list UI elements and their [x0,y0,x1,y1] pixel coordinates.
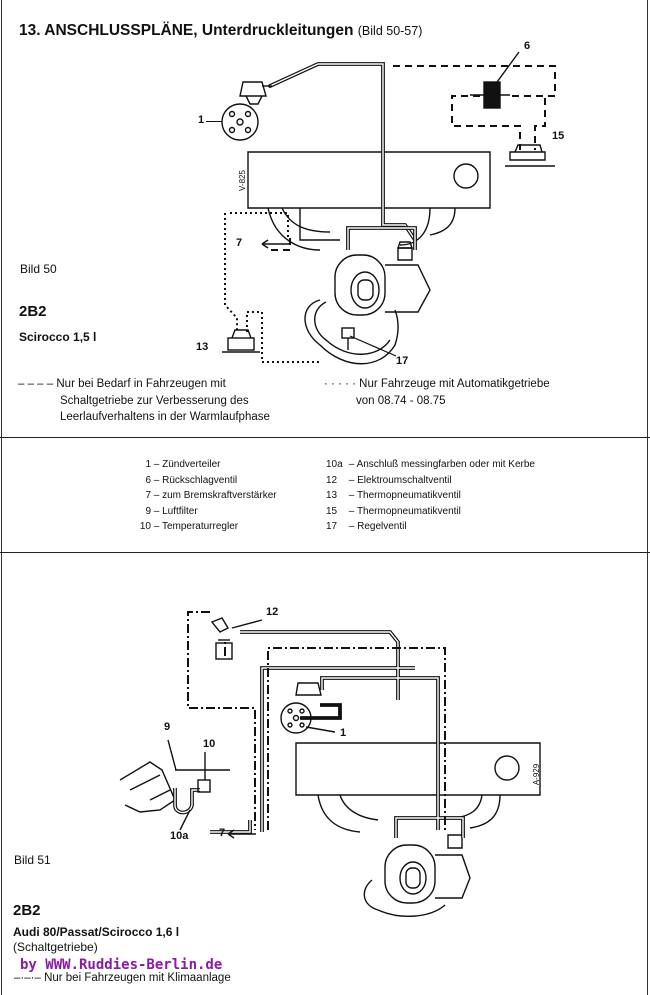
bild-50-label: Bild 50 [20,262,57,276]
legend-right: 10a – Anschluß messingfarben oder mit Ke… [326,457,535,535]
divider-bottom [0,552,650,553]
distributor-1-fig51 [280,682,336,734]
note-dashed-line-1: Nur bei Bedarf in Fahrzeugen mit [56,378,226,390]
thermo-valve-13 [222,329,260,353]
temp-regulator-10 [179,752,211,831]
callout-1-leader [206,121,222,122]
note-dotted: · · · · · Nur Fahrzeuge mit Automatikget… [324,376,550,409]
legend-item: 10 – Temperaturregler [139,521,239,533]
callout-7-fig50: 7 [236,237,243,249]
engine-block-2 [295,742,541,918]
callout-1-fig50: 1 [198,114,205,126]
gearbox-fig51: (Schaltgetriebe) [13,940,98,954]
hoses-dashed [270,65,556,251]
note-dotted-line-1: Nur Fahrzeuge mit Automatikgetriebe [359,378,550,390]
title-subtitle: (Bild 50-57) [357,24,423,38]
bremskraft-arrow-7-fig51 [227,829,256,839]
title-text: 13. ANSCHLUSSPLÄNE, Unterdruckleitungen [19,22,354,39]
thermo-valve-15 [505,144,555,167]
distributor-1 [221,81,272,141]
electro-valve-12 [210,617,263,660]
legend-item: 13 – Thermopneumatikventil [326,490,461,502]
callout-7-fig51: 7 [219,827,226,839]
legend-item: 12 – Elektroumschaltventil [326,474,452,486]
stamp-a929: A-929 [532,763,542,786]
check-valve-6 [470,51,520,109]
callout-17: 17 [396,355,409,367]
engine-code-fig50: 2B2 [19,303,47,320]
model-fig50: Scirocco 1,5 l [19,330,97,344]
note-dashed: – – – – Nur bei Bedarf in Fahrzeugen mit… [18,376,270,426]
bild-51-label: Bild 51 [14,853,51,867]
legend-item: 1 – Zündverteiler [145,459,221,470]
note-dashdot-marker: –·–·– [14,972,41,984]
callout-1-fig51: 1 [340,727,347,739]
callout-10: 10 [203,738,216,750]
note-dotted-line-2: von 08.74 - 08.75 [356,394,446,407]
note-dashed-line-3: Leerlaufverhaltens in der Warmlaufphase [60,411,270,423]
hoses-dotted [224,212,320,363]
note-dashed-line-2: Schaltgetriebe zur Verbesserung des [60,394,249,407]
right-border [647,0,648,995]
left-border [1,0,2,995]
legend-item: 6 – Rückschlagventil [145,474,238,486]
watermark-link[interactable]: by WWW.Ruddies-Berlin.de [20,957,223,973]
note-dashed-marker: – – – – [18,378,54,390]
legend-left: 1 – Zündverteiler 6 – Rückschlagventil 7… [135,457,277,535]
model-fig51: Audi 80/Passat/Scirocco 1,6 l [13,925,180,939]
callout-9: 9 [164,721,171,733]
leader-17 [349,335,397,357]
hose-regulator [173,788,200,815]
callout-10a: 10a [170,830,189,842]
legend-item: 7 – zum Bremskraftverstärker [145,490,277,502]
divider-top [0,437,650,438]
callout-12: 12 [266,606,279,618]
callout-6: 6 [524,40,531,52]
legend-item: 17 – Regelventil [326,521,407,533]
bremskraft-arrow-7 [261,239,290,249]
hoses-dashdot [187,611,446,830]
legend-item: 15 – Thermopneumatikventil [326,505,461,517]
callout-15: 15 [552,130,565,142]
note-dotted-marker: · · · · · [324,378,356,390]
air-filter-9 [119,739,230,813]
note-dashdot-text: Nur bei Fahrzeugen mit Klimaanlage [44,972,231,984]
page-title: 13. ANSCHLUSSPLÄNE, Unterdruckleitungen … [19,22,422,40]
legend-item: 10a – Anschluß messingfarben oder mit Ke… [326,459,535,470]
note-dashdot: –·–·– Nur bei Fahrzeugen mit Klimaanlage [14,970,231,987]
legend-item: 9 – Luftfilter [145,505,198,517]
engine-block [247,151,491,365]
engine-code-fig51: 2B2 [13,902,41,919]
hoses-solid-2 [210,630,465,838]
callout-13: 13 [196,341,209,353]
